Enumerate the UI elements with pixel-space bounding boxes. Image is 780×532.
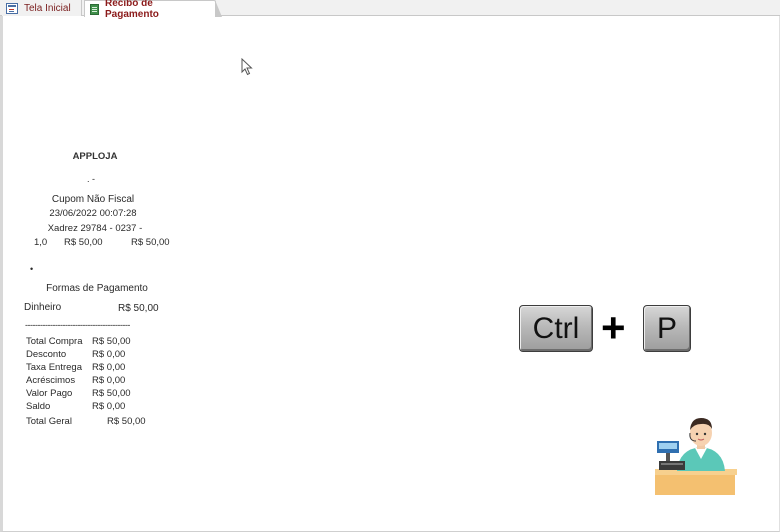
item-description: Xadrez 29784 - 0237 -: [47, 223, 143, 234]
tab-tela-inicial-label: Tela Inicial: [24, 2, 71, 14]
receipt-separator: ----------------------------------------…: [25, 320, 130, 330]
tab-recibo-label: Recibo de Pagamento: [105, 0, 159, 20]
report-preview-area: APPLOJA . - Cupom Não Fiscal 23/06/2022 …: [0, 16, 780, 532]
form-icon: [6, 2, 18, 14]
cashier-illustration-icon: [655, 418, 737, 495]
total-label: Valor Pago: [26, 388, 73, 399]
payment-method: Dinheiro: [24, 302, 62, 313]
total-value: R$ 0,00: [92, 401, 126, 412]
total-value: R$ 0,00: [92, 362, 126, 373]
payment-value: R$ 50,00: [118, 303, 159, 314]
ctrl-key-icon: Ctrl: [519, 305, 593, 352]
report-icon: [90, 3, 99, 15]
company-name: APPLOJA: [72, 151, 118, 162]
p-key-icon: P: [643, 305, 691, 352]
total-label: Desconto: [26, 349, 67, 360]
item-unit-price: R$ 50,00: [64, 237, 103, 248]
receipt-datetime: 23/06/2022 00:07:28: [49, 208, 137, 219]
bullet-mark: •: [30, 264, 34, 274]
total-value: R$ 0,00: [92, 375, 126, 386]
receipt-address-line: . -: [87, 174, 95, 184]
total-label: Acréscimos: [26, 375, 76, 386]
total-value: R$ 0,00: [92, 349, 126, 360]
grand-total-value: R$ 50,00: [107, 416, 146, 427]
tab-tela-inicial[interactable]: Tela Inicial: [2, 0, 82, 16]
tab-recibo-de-pagamento[interactable]: Recibo de Pagamento: [84, 0, 222, 20]
payment-heading: Formas de Pagamento: [46, 283, 148, 294]
total-label: Saldo: [26, 401, 51, 412]
total-label: Taxa Entrega: [26, 362, 82, 373]
item-total: R$ 50,00: [131, 237, 170, 248]
total-label: Total Compra: [26, 336, 83, 347]
document-tab-bar: Tela Inicial Recibo de Pagamento: [0, 0, 780, 20]
item-quantity: 1,0: [34, 237, 48, 248]
mouse-pointer-icon: [241, 58, 253, 76]
total-value: R$ 50,00: [92, 388, 131, 399]
grand-total-label: Total Geral: [26, 416, 72, 427]
total-value: R$ 50,00: [92, 336, 131, 347]
cupom-title: Cupom Não Fiscal: [51, 194, 135, 205]
plus-sign: +: [601, 304, 626, 351]
